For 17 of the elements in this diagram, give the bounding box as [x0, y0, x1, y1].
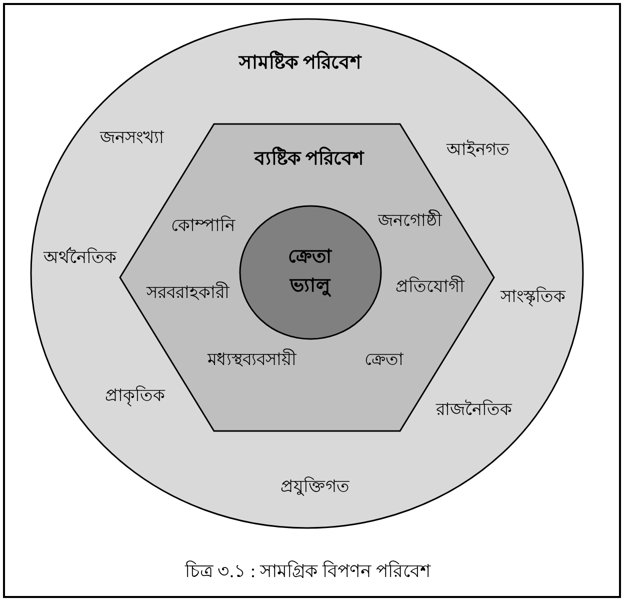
factor-label: আইনগত — [446, 140, 510, 160]
factor-label: কোম্পানি — [171, 216, 235, 236]
factor-label: প্রাকৃতিক — [105, 386, 165, 406]
factor-label: জনগোষ্ঠী — [378, 210, 442, 232]
circle-heading: সামষ্টিক পরিবেশ — [239, 52, 361, 76]
factor-label: প্রতিযোগী — [396, 276, 464, 298]
factor-label: সরবরাহকারী — [146, 282, 230, 304]
factor-label: প্রযুক্তিগত — [280, 476, 350, 498]
factor-label: ক্রেতা — [364, 350, 404, 370]
factor-label: সাংস্কৃতিক — [500, 286, 566, 308]
factor-label: জনসংখ্যা — [100, 128, 164, 148]
factor-label: মধ্যস্থব্যবসায়ী — [208, 350, 296, 370]
factor-label: অর্থনৈতিক — [44, 248, 116, 268]
center-label: ক্রেতা ভ্যালু — [287, 246, 334, 299]
figure-caption: চিত্র ৩.১ : সামগ্রিক বিপণন পরিবেশ — [185, 561, 431, 583]
factor-label: রাজনৈতিক — [436, 400, 512, 420]
hexagon-heading: ব্যষ্টিক পরিবেশ — [254, 148, 364, 172]
